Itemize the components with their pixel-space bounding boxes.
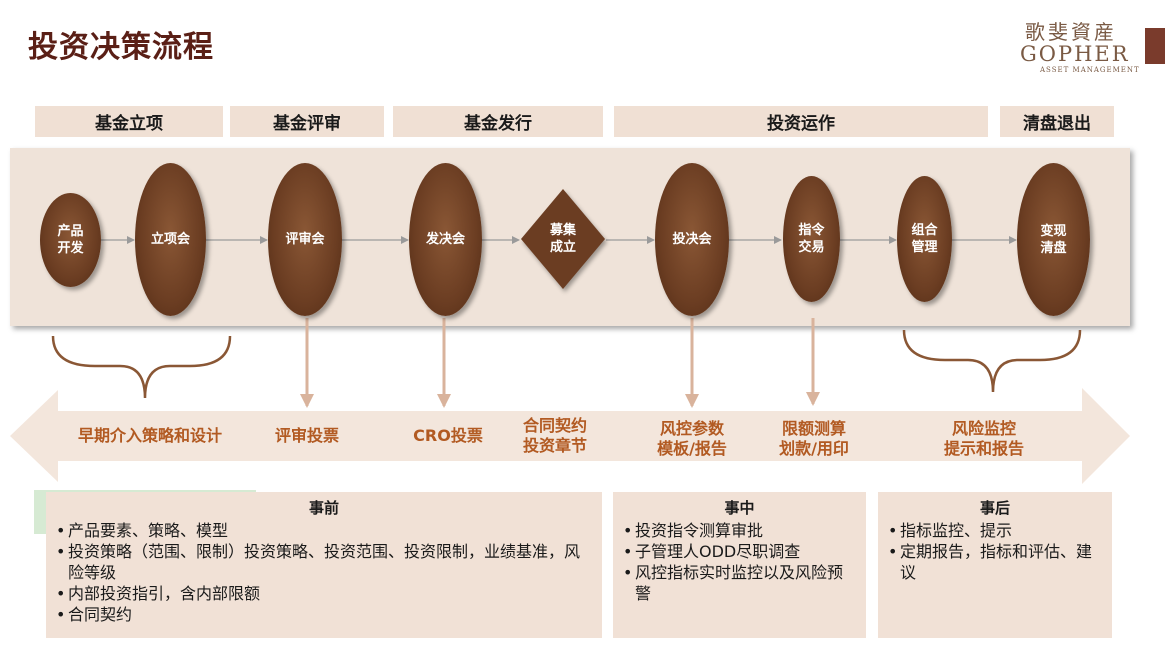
- stage-header-liquidation-exit: 清盘退出: [1000, 106, 1114, 137]
- list-item: 产品要素、策略、模型: [56, 520, 594, 541]
- node-order-trade: 指令 交易: [783, 176, 840, 302]
- stage-header-fund-setup: 基金立项: [35, 106, 223, 137]
- node-invest-meeting: 投决会: [655, 163, 729, 316]
- brace-right: [902, 329, 1082, 393]
- tool-risk-monitor: 风险监控 提示和报告: [943, 419, 1024, 458]
- box-before-list: 产品要素、策略、模型 投资策略（范围、限制）投资策略、投资范围、投资限制，业绩基…: [46, 520, 602, 625]
- box-during-heading: 事中: [724, 499, 755, 517]
- logo-english: GOPHER: [1020, 42, 1130, 66]
- stage-header-investment-operation: 投资运作: [614, 106, 988, 137]
- list-item: 内部投资指引，含内部限额: [56, 583, 594, 604]
- node-fundraise-label: 募集 成立: [549, 223, 576, 255]
- node-issue-meeting: 发决会: [409, 163, 482, 316]
- corner-accent-block: [1145, 28, 1165, 64]
- node-review-meeting: 评审会: [268, 163, 342, 316]
- tool-review-vote: 评审投票: [274, 426, 339, 445]
- node-portfolio-mgmt: 组合 管理: [897, 176, 952, 302]
- tools-double-arrow: [10, 388, 1130, 484]
- stage-header-fund-issue: 基金发行: [393, 106, 603, 137]
- page-title: 投资决策流程: [28, 30, 214, 65]
- list-item: 定期报告，指标和评估、建议: [888, 541, 1104, 583]
- box-after-list: 指标监控、提示 定期报告，指标和评估、建议: [878, 520, 1112, 583]
- node-product-dev: 产品 开发: [40, 193, 101, 287]
- list-item: 子管理人ODD尽职调查: [623, 541, 858, 562]
- box-during-list: 投资指令测算审批 子管理人ODD尽职调查 风控指标实时监控以及风险预警: [613, 520, 866, 604]
- list-item: 指标监控、提示: [888, 520, 1104, 541]
- tool-early-design: 早期介入策略和设计: [77, 426, 222, 445]
- box-after-heading: 事后: [979, 499, 1010, 517]
- box-before-heading: 事前: [308, 499, 339, 517]
- list-item: 投资指令测算审批: [623, 520, 858, 541]
- box-during: 事中 投资指令测算审批 子管理人ODD尽职调查 风控指标实时监控以及风险预警: [613, 492, 866, 638]
- tool-contract: 合同契约 投资章节: [522, 416, 587, 455]
- logo-subtitle: ASSET MANAGEMENT: [1040, 66, 1140, 74]
- tool-risk-params: 风控参数 模板/报告: [657, 419, 727, 458]
- brace-left: [51, 335, 232, 399]
- diamond-shape: [521, 189, 605, 289]
- tool-limit-calc: 限额测算 划款/用印: [779, 419, 849, 458]
- box-before: 事前 产品要素、策略、模型 投资策略（范围、限制）投资策略、投资范围、投资限制，…: [46, 492, 602, 638]
- logo-chinese: 歌斐資産: [1025, 20, 1117, 44]
- list-item: 合同契约: [56, 604, 594, 625]
- box-after: 事后 指标监控、提示 定期报告，指标和评估、建议: [878, 492, 1112, 638]
- stage-header-fund-review: 基金评审: [230, 106, 384, 137]
- list-item: 投资策略（范围、限制）投资策略、投资范围、投资限制，业绩基准，风险等级: [56, 541, 594, 583]
- list-item: 风控指标实时监控以及风险预警: [623, 562, 858, 604]
- node-setup-meeting: 立项会: [135, 163, 206, 316]
- tool-cro-vote: CRO投票: [413, 426, 483, 445]
- node-liquidation: 变现 清盘: [1017, 163, 1090, 316]
